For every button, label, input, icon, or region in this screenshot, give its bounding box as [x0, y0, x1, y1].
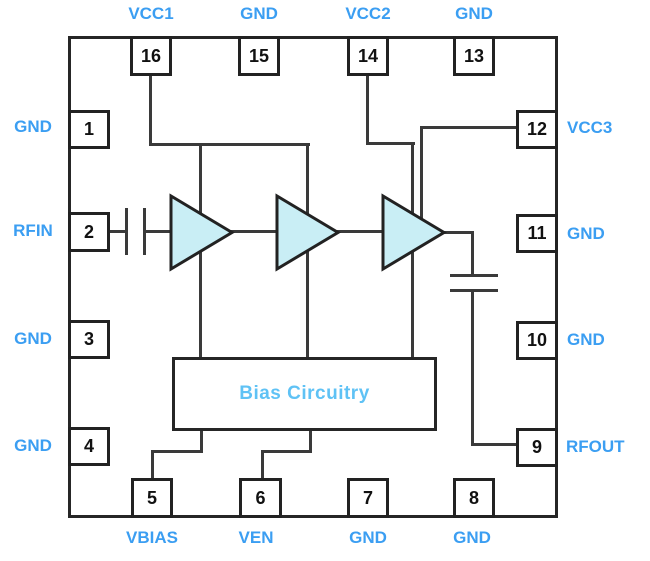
pin-5-name-label: VBIAS	[126, 528, 178, 547]
wire-bias-vbias-drop	[200, 431, 203, 453]
pin-5-box: 5	[131, 478, 173, 518]
wire-amp2-to-amp3	[335, 230, 385, 233]
pin-6-name-label: VEN	[238, 528, 274, 547]
pin-2-name-label: RFIN	[13, 221, 53, 240]
pin-7-number: 7	[362, 487, 373, 508]
pin-14-box: 14	[347, 36, 389, 76]
pin-15-number: 15	[248, 45, 270, 66]
amp-stage-2-icon	[275, 193, 341, 272]
pin-10-name-label: GND	[567, 330, 605, 349]
pin-5-number: 5	[146, 487, 157, 508]
wire-bias-vbias-horizontal	[151, 450, 203, 453]
amp-stage-1-icon	[169, 193, 235, 272]
wire-amp1-to-amp2	[229, 230, 279, 233]
wire-output-vertical-lower	[471, 292, 474, 443]
pin-10-box: 10	[516, 321, 558, 360]
pin-8-box: 8	[453, 478, 495, 518]
pin-11-name-label: GND	[567, 224, 605, 243]
output-coupling-capacitor-plate2	[450, 289, 498, 292]
pin-12-name-label: VCC3	[567, 118, 613, 137]
pin-4-name-label: GND	[14, 436, 52, 455]
pin-15-name-label: GND	[240, 4, 278, 23]
pin-12-number: 12	[526, 119, 548, 139]
pin-4-number: 4	[83, 436, 94, 456]
pin-1-number: 1	[83, 119, 94, 139]
bias-circuitry-label: Bias Circuitry	[239, 383, 370, 404]
input-coupling-capacitor-icon	[125, 208, 128, 255]
pin-7-name-label: GND	[349, 528, 387, 547]
wire-vcc1-horizontal	[149, 143, 310, 146]
pin-6-box: 6	[239, 478, 282, 518]
output-coupling-capacitor-icon	[450, 274, 498, 277]
pin-4-box: 4	[68, 427, 110, 466]
pin-13-number: 13	[463, 45, 485, 66]
pin-16-number: 16	[140, 45, 162, 66]
wire-bias-vbias-to-pin	[151, 450, 154, 480]
amp-stage-3-icon	[381, 193, 447, 272]
wire-rfin-segment2	[146, 230, 173, 233]
pin-13-box: 13	[453, 36, 495, 76]
pin-2-number: 2	[83, 221, 94, 242]
pin-16-box: 16	[130, 36, 172, 76]
wire-vcc2-jog	[366, 142, 415, 145]
pin-7-box: 7	[347, 478, 389, 518]
pin-8-name-label: GND	[453, 528, 491, 547]
wire-bias-ven-drop	[309, 431, 312, 453]
input-coupling-capacitor-plate2	[143, 208, 146, 255]
wire-amp3-output	[441, 231, 474, 234]
pin-11-box: 11	[516, 214, 558, 253]
wire-vcc1-stub	[149, 76, 152, 146]
pin-10-number: 10	[526, 330, 548, 350]
wire-output-vertical-upper	[471, 231, 474, 274]
pin-13-name-label: GND	[455, 4, 493, 23]
pin-9-box: 9	[516, 428, 558, 467]
pin-3-number: 3	[83, 329, 94, 349]
pin-14-number: 14	[357, 45, 379, 66]
pin-11-number: 11	[527, 223, 547, 243]
pin-9-number: 9	[531, 437, 542, 457]
pin-3-box: 3	[68, 320, 110, 359]
pin-6-number: 6	[255, 487, 266, 508]
pin-15-box: 15	[238, 36, 280, 76]
pin-12-box: 12	[516, 110, 558, 149]
wire-vcc2-stub	[366, 76, 369, 145]
pin-14-name-label: VCC2	[345, 4, 391, 23]
pin-8-number: 8	[468, 487, 479, 508]
wire-to-rfout-pin	[471, 443, 519, 446]
pin-3-name-label: GND	[14, 329, 52, 348]
bias-circuitry-block: Bias Circuitry	[172, 357, 437, 431]
wire-bias-ven-to-pin	[261, 450, 264, 480]
pin-1-name-label: GND	[14, 117, 52, 136]
wire-vcc3-horizontal	[420, 126, 516, 129]
wire-rfin-segment1	[110, 230, 127, 233]
pin-9-name-label: RFOUT	[566, 437, 625, 456]
wire-bias-ven-horizontal	[261, 450, 312, 453]
pin-16-name-label: VCC1	[128, 4, 174, 23]
pin-1-box: 1	[68, 110, 110, 149]
pin-2-box: 2	[68, 212, 110, 252]
wire-vcc3-vertical	[420, 126, 423, 240]
